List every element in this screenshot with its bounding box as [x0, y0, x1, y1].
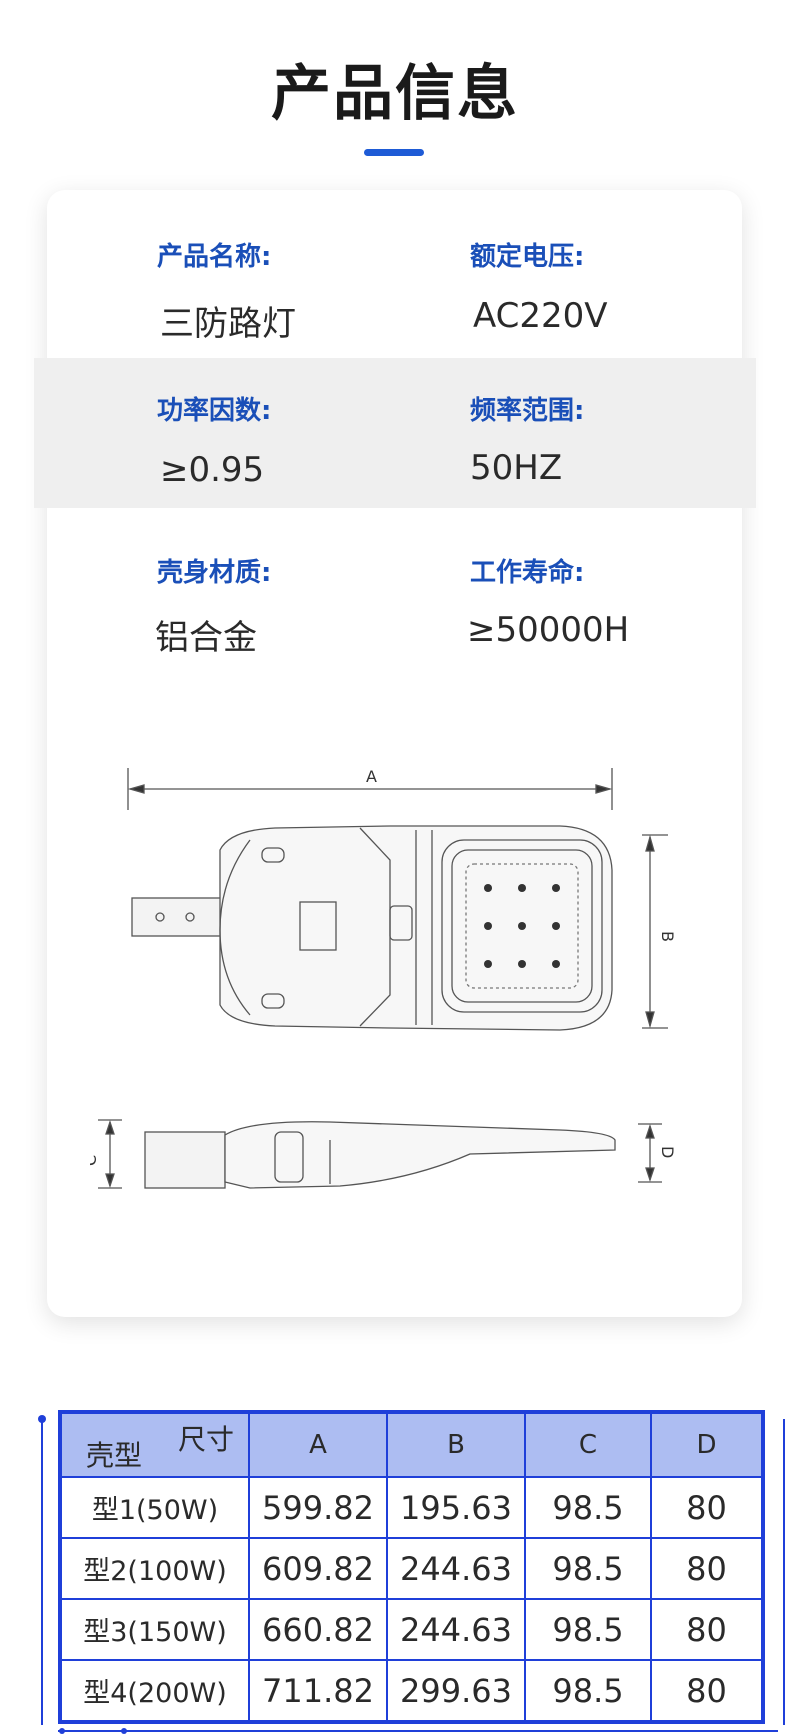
- spec-label-frequency: 频率范围:: [470, 396, 585, 426]
- table-corner-cell: 尺寸 壳型: [59, 1411, 250, 1478]
- table-row: 型1(50W) 599.82 195.63 98.5 80: [59, 1476, 764, 1539]
- cell-a: 599.82: [248, 1476, 388, 1539]
- spec-label-power-factor: 功率因数:: [157, 396, 272, 426]
- spec-value-material: 铝合金: [155, 618, 257, 658]
- dim-label-b: B: [658, 931, 677, 942]
- spec-row-band: [34, 358, 756, 508]
- cell-d: 80: [650, 1537, 764, 1600]
- dim-label-a: A: [366, 767, 377, 786]
- cell-b: 195.63: [386, 1476, 526, 1539]
- spec-label-voltage: 额定电压:: [470, 242, 585, 272]
- col-header-c: C: [524, 1411, 652, 1478]
- cell-model: 型2(100W): [59, 1537, 250, 1600]
- page-title: 产品信息: [271, 59, 519, 129]
- cell-d: 80: [650, 1476, 764, 1539]
- table-row: 型3(150W) 660.82 244.63 98.5 80: [59, 1598, 764, 1661]
- spec-label-material: 壳身材质:: [157, 558, 272, 588]
- cell-d: 80: [650, 1598, 764, 1661]
- cell-model: 型1(50W): [59, 1476, 250, 1539]
- size-spec-table: 尺寸 壳型 A B C D 型1(50W) 599.82 195.63 98.5…: [58, 1410, 765, 1724]
- dimension-drawing: A B C D: [90, 767, 677, 1189]
- corner-model-label: 壳型: [86, 1439, 143, 1472]
- spec-label-lifespan: 工作寿命:: [470, 558, 585, 588]
- corner-size-label: 尺寸: [177, 1423, 234, 1456]
- table-header-row: 尺寸 壳型 A B C D: [59, 1411, 764, 1478]
- spec-label-name: 产品名称:: [157, 242, 272, 272]
- spec-value-power-factor: ≥0.95: [160, 450, 265, 490]
- cell-a: 609.82: [248, 1537, 388, 1600]
- spec-value-lifespan: ≥50000H: [467, 610, 630, 650]
- col-header-d: D: [650, 1411, 764, 1478]
- cell-model: 型4(200W): [59, 1659, 250, 1723]
- table-frame-decoration: [38, 1415, 785, 1734]
- col-header-a: A: [248, 1411, 388, 1478]
- cell-a: 660.82: [248, 1598, 388, 1661]
- col-header-b: B: [386, 1411, 526, 1478]
- cell-d: 80: [650, 1659, 764, 1723]
- cell-b: 244.63: [386, 1598, 526, 1661]
- cell-c: 98.5: [524, 1659, 652, 1723]
- cell-a: 711.82: [248, 1659, 388, 1723]
- spec-value-name: 三防路灯: [160, 304, 296, 344]
- table-row: 型4(200W) 711.82 299.63 98.5 80: [59, 1659, 764, 1723]
- dim-label-c: C: [90, 1155, 100, 1166]
- cell-c: 98.5: [524, 1476, 652, 1539]
- dim-label-d: D: [658, 1146, 677, 1158]
- table-row: 型2(100W) 609.82 244.63 98.5 80: [59, 1537, 764, 1600]
- cell-b: 299.63: [386, 1659, 526, 1723]
- title-underline: [364, 149, 424, 156]
- cell-c: 98.5: [524, 1537, 652, 1600]
- cell-model: 型3(150W): [59, 1598, 250, 1661]
- spec-value-voltage: AC220V: [473, 296, 608, 336]
- cell-b: 244.63: [386, 1537, 526, 1600]
- cell-c: 98.5: [524, 1598, 652, 1661]
- spec-value-frequency: 50HZ: [470, 448, 563, 488]
